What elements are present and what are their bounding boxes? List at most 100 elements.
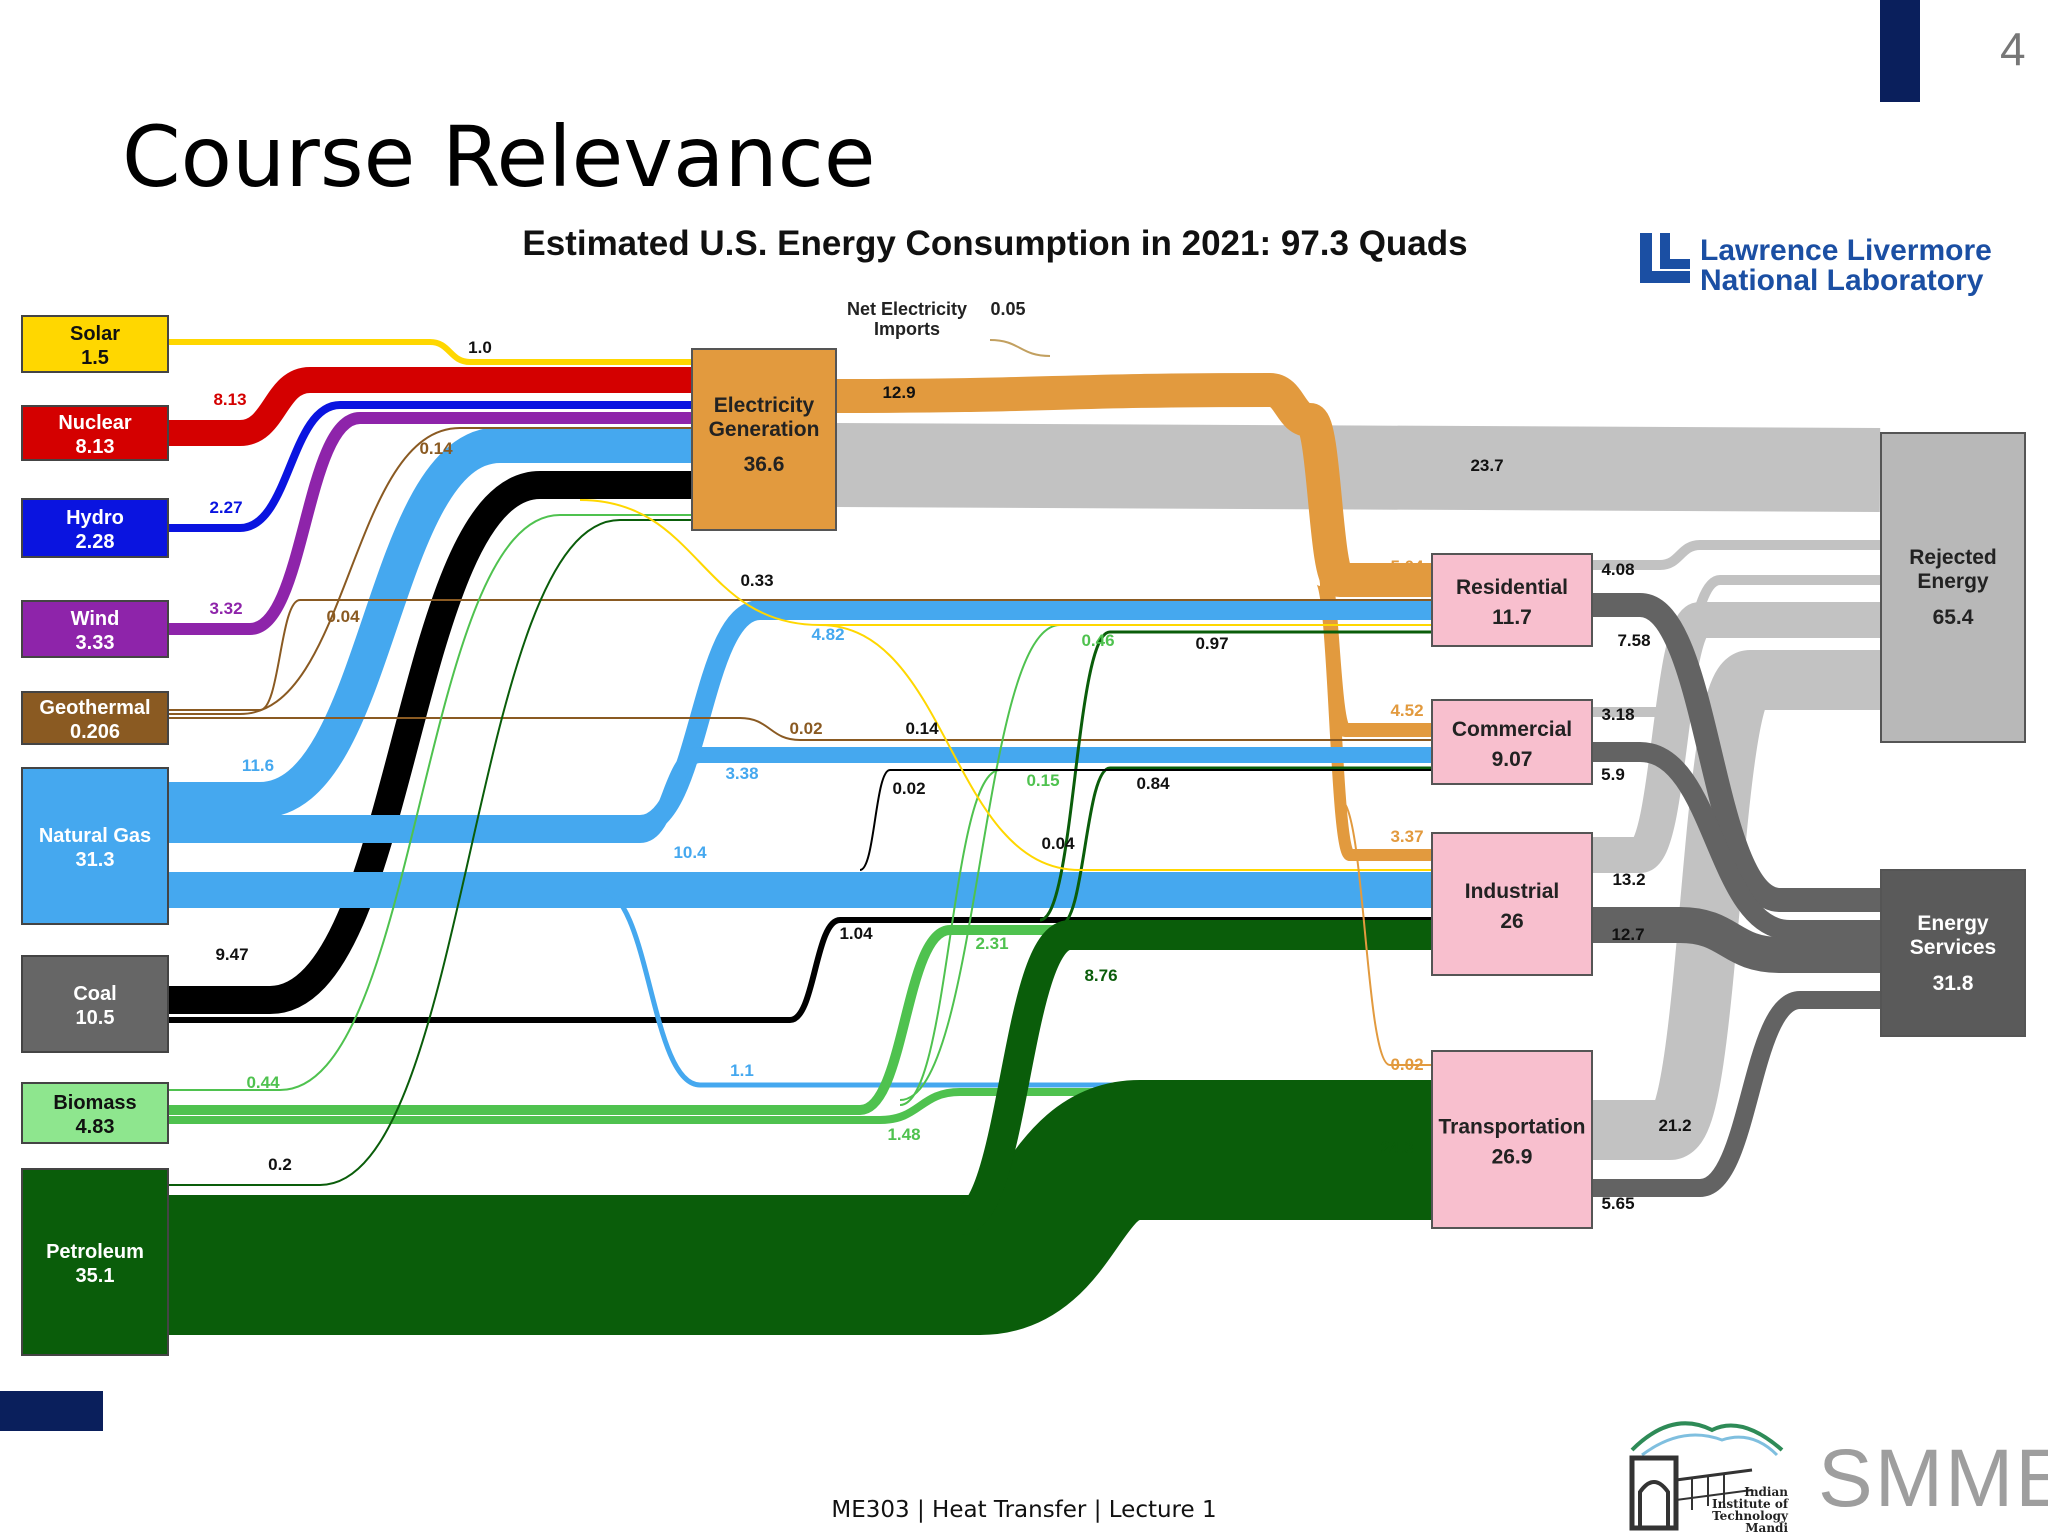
flow-label-gas-res: 4.82 <box>811 625 844 644</box>
source-value-solar: 1.5 <box>81 347 109 369</box>
flow-ind-rejected <box>1591 602 1880 874</box>
source-name-natural-gas: Natural Gas <box>39 825 151 847</box>
flow-res-rejected <box>1592 540 1880 570</box>
flow-label-gas-com: 3.38 <box>725 764 758 783</box>
sector-box-transportation <box>1431 1050 1593 1229</box>
flow-label-pet-ind: 8.76 <box>1084 966 1117 985</box>
flow-pet-res <box>1039 630 1432 922</box>
source-value-biomass: 4.83 <box>76 1116 115 1138</box>
llnl-logo: Lawrence Livermore National Laboratory <box>1640 233 1992 297</box>
flow-label-trans-rejected: 21.2 <box>1658 1116 1691 1135</box>
output-value-rejected: 65.4 <box>1933 606 1974 629</box>
flow-solar-ind <box>819 624 1432 872</box>
flow-label-bio-elec: 0.44 <box>246 1073 280 1092</box>
source-name-biomass: Biomass <box>53 1092 136 1114</box>
source-name-hydro: Hydro <box>66 507 124 529</box>
sector-value-commercial: 9.07 <box>1492 748 1533 771</box>
flow-label-res-services: 7.58 <box>1617 631 1650 650</box>
flow-bio-res <box>899 623 1432 1101</box>
sector-value-transportation: 26.9 <box>1492 1146 1533 1169</box>
flow-elec-ind <box>1314 574 1432 862</box>
flow-bio-elec <box>168 514 692 1091</box>
sector-name-transportation: Transportation <box>1438 1116 1585 1139</box>
flow-label-res-rejected: 4.08 <box>1601 560 1634 579</box>
flow-label-com-rejected: 3.18 <box>1601 705 1634 724</box>
source-value-natural-gas: 31.3 <box>76 849 115 871</box>
flow-label-elec-trans: 0.02 <box>1390 1055 1423 1074</box>
flow-com-services <box>1592 742 1880 941</box>
source-value-wind: 3.33 <box>76 632 115 654</box>
sector-box-residential <box>1431 553 1593 647</box>
sector-box-industrial <box>1431 832 1593 976</box>
flow-label-elec-services: 12.9 <box>882 383 915 402</box>
flow-label-geo-com: 0.02 <box>789 719 822 738</box>
source-box-coal <box>21 955 169 1053</box>
source-name-wind: Wind <box>71 608 120 630</box>
source-name-nuclear: Nuclear <box>58 412 132 434</box>
sector-value-residential: 11.7 <box>1492 606 1532 629</box>
logo-line2: Institute of <box>1712 1497 1789 1511</box>
flow-label-pet-com: 0.84 <box>1136 774 1170 793</box>
flow-label-solar-ind: 0.04 <box>1041 834 1075 853</box>
flow-label-trans-services: 5.65 <box>1601 1194 1634 1213</box>
flow-label-hydro-elec: 2.27 <box>209 498 242 517</box>
flow-label-solar-res: 0.33 <box>740 571 773 590</box>
output-box-services <box>1880 869 2026 1037</box>
flow-ind-services <box>1592 906 1880 974</box>
output-name-services-line1: Energy <box>1917 912 1989 935</box>
flow-geo-elec <box>168 427 692 715</box>
flow-coal-com <box>859 768 1432 871</box>
output-name-rejected-line2: Energy <box>1917 570 1989 593</box>
flow-label-gas-trans: 1.1 <box>730 1061 754 1080</box>
flow-nuclear-elec <box>168 367 692 447</box>
flow-label-elec-com: 4.52 <box>1390 701 1423 720</box>
llnl-name-line1: Lawrence Livermore <box>1700 234 1992 267</box>
source-box-petroleum <box>21 1168 169 1356</box>
source-value-hydro: 2.28 <box>76 531 115 553</box>
flow-value-labels: 1.08.132.273.320.140.040.0211.64.823.381… <box>209 338 1691 1213</box>
source-name-solar: Solar <box>70 323 120 345</box>
flow-links <box>167 339 1881 1336</box>
flow-label-solar-elec: 1.0 <box>468 338 492 357</box>
source-box-biomass <box>21 1082 169 1144</box>
flow-label-bio-ind: 2.31 <box>975 934 1008 953</box>
flow-label-elec-rejected: 23.7 <box>1470 456 1503 475</box>
source-value-nuclear: 8.13 <box>76 436 115 458</box>
electricity-value: 36.6 <box>744 453 785 476</box>
output-name-rejected-line1: Rejected <box>1909 546 1997 569</box>
flow-label-geo-elec: 0.14 <box>419 439 453 458</box>
source-box-nuclear <box>21 405 169 461</box>
logo-line4: Mandi <box>1745 1521 1788 1535</box>
flow-geo-com <box>168 716 1432 742</box>
flow-pet-ind <box>699 919 1432 1235</box>
flow-hydro-elec <box>168 401 692 532</box>
source-name-petroleum: Petroleum <box>46 1241 144 1263</box>
net-imports-value: 0.05 <box>990 299 1025 319</box>
flow-label-bio-trans: 1.48 <box>887 1125 920 1144</box>
output-value-services: 31.8 <box>1933 972 1974 995</box>
department-name: SMME <box>1818 1433 2048 1524</box>
thin-flow-links <box>168 339 1432 1187</box>
source-box-solar <box>21 315 169 373</box>
net-imports-line2: Imports <box>874 319 940 339</box>
flow-label-gas-elec: 11.6 <box>242 756 274 775</box>
top-accent-bar <box>1880 0 1920 102</box>
flow-label-pet-elec: 0.2 <box>268 1155 292 1174</box>
flow-pet-trans <box>168 1080 1432 1336</box>
source-box-natural-gas <box>21 767 169 925</box>
source-box-hydro <box>21 498 169 558</box>
source-value-petroleum: 35.1 <box>76 1265 115 1287</box>
flow-label-bio-com: 0.15 <box>1026 771 1059 790</box>
flow-elec-services <box>835 372 1432 598</box>
flow-pet-elec <box>168 519 692 1187</box>
flow-geo-res <box>168 598 1432 712</box>
flow-label-gas-ind: 10.4 <box>673 843 707 862</box>
flow-label-coal-elec: 9.47 <box>215 945 248 964</box>
flow-pet-com <box>1059 766 1432 927</box>
logo-line1: Indian <box>1744 1485 1788 1499</box>
source-value-coal: 10.5 <box>76 1007 115 1029</box>
flow-gas-com <box>168 746 1432 844</box>
source-box-geothermal <box>21 691 169 745</box>
flow-gas-elec <box>168 426 692 819</box>
electricity-name-line1: Electricity <box>714 394 815 417</box>
